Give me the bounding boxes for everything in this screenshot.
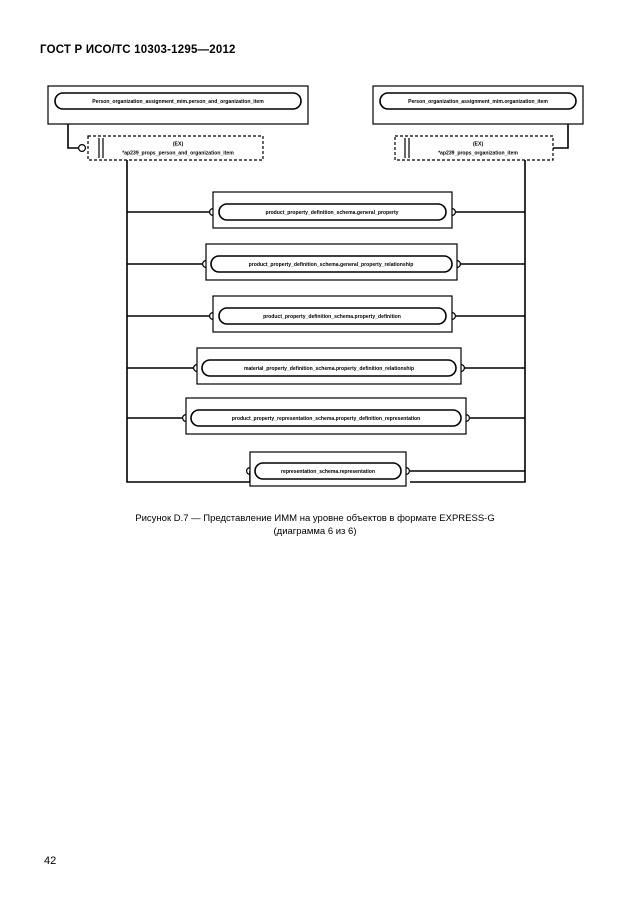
entity-label: product_property_definition_schema.gener… <box>249 262 414 268</box>
entity-property-definition: product_property_definition_schema.prope… <box>127 295 525 333</box>
entity-general-property: product_property_definition_schema.gener… <box>127 191 525 229</box>
entity-general-property-relationship: product_property_definition_schema.gener… <box>127 243 525 281</box>
reference-box-kind: (EX) <box>473 142 484 148</box>
entity-property-definition-relationship: material_property_definition_schema.prop… <box>127 347 525 385</box>
entity-label: product_property_representation_schema.p… <box>232 416 421 422</box>
entity-label: representation_schema.representation <box>281 469 375 475</box>
entity-label: product_property_definition_schema.prope… <box>263 314 401 320</box>
figure-caption-line-1: Рисунок D.7 — Представление ИММ на уровн… <box>135 513 495 524</box>
figure-caption: Рисунок D.7 — Представление ИММ на уровн… <box>0 512 630 538</box>
entity-label: material_property_definition_schema.prop… <box>244 366 414 372</box>
reference-box-label: *ap239_props_organization_item <box>438 151 518 157</box>
reference-box-label: *ap239_props_person_and_organization_ite… <box>122 151 234 157</box>
page-number: 42 <box>44 855 57 867</box>
connector-left-topbox-to-ref <box>67 124 86 152</box>
top-box-label: Person_organization_assignment_mim.perso… <box>92 99 264 105</box>
right-trunk-line <box>410 160 526 483</box>
top-box-organization-item: Person_organization_assignment_mim.organ… <box>372 85 584 125</box>
reference-box-kind: (EX) <box>173 142 184 148</box>
left-trunk-line <box>126 160 250 483</box>
top-box-label: Person_organization_assignment_mim.organ… <box>408 99 548 105</box>
top-box-person-and-organization-item: Person_organization_assignment_mim.perso… <box>47 85 309 125</box>
express-g-diagram: Person_organization_assignment_mim.perso… <box>0 78 630 498</box>
reference-box-organization-item: (EX) *ap239_props_organization_item <box>394 135 554 161</box>
entity-representation: representation_schema.representation <box>246 451 525 487</box>
diagram-canvas: Person_organization_assignment_mim.perso… <box>47 85 584 487</box>
entity-label: product_property_definition_schema.gener… <box>265 210 398 216</box>
entity-property-definition-representation: product_property_representation_schema.p… <box>127 397 525 435</box>
reference-box-person-and-organization-item: (EX) *ap239_props_person_and_organizatio… <box>87 135 264 161</box>
document-header: ГОСТ Р ИСО/ТС 10303-1295—2012 <box>40 44 236 56</box>
figure-caption-line-2: (диаграмма 6 из 6) <box>273 526 357 537</box>
